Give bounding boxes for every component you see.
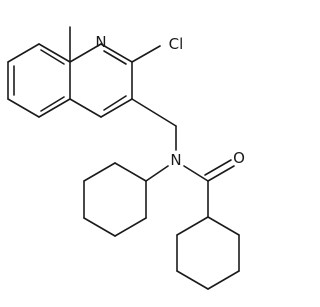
chemical-structure: N Cl N O xyxy=(7,26,245,290)
bond xyxy=(7,98,40,118)
methylene-bond xyxy=(131,98,177,127)
bond xyxy=(100,43,133,63)
n-cyclohexyl-bond xyxy=(145,165,169,182)
atom-label-quinoline-n: N xyxy=(95,33,106,51)
bond xyxy=(38,98,71,118)
bond xyxy=(114,162,147,182)
double-bond-inner xyxy=(103,95,127,111)
bond xyxy=(83,162,116,182)
bond xyxy=(69,98,102,118)
bond xyxy=(69,43,102,63)
bond xyxy=(38,43,71,63)
double-bond-inner xyxy=(40,49,65,65)
bond xyxy=(207,270,240,290)
quinoline-pyridine-ring xyxy=(69,43,133,118)
atom-label-o: O xyxy=(233,149,245,167)
cyclohexyl-ring xyxy=(83,162,147,237)
double-bond-inner xyxy=(103,50,127,65)
molecule-drawing: N Cl N O xyxy=(7,26,245,290)
bond xyxy=(83,217,116,237)
carbonyl-double-bond-2 xyxy=(204,159,232,176)
bond xyxy=(176,270,209,290)
atom-label-amide-n: N xyxy=(170,151,181,169)
bond xyxy=(7,43,40,63)
cyclohexane-ring xyxy=(176,216,240,290)
atom-label-cl: Cl xyxy=(169,35,184,53)
bond xyxy=(100,98,133,118)
quinoline-benzene-ring xyxy=(7,43,71,118)
double-bond-inner xyxy=(40,96,65,112)
bond xyxy=(114,217,147,237)
n-carbonyl-bond xyxy=(183,165,209,182)
carbonyl-double-bond xyxy=(207,165,235,182)
bond xyxy=(207,216,240,236)
bond xyxy=(176,216,209,236)
chloro-bond xyxy=(131,45,161,63)
